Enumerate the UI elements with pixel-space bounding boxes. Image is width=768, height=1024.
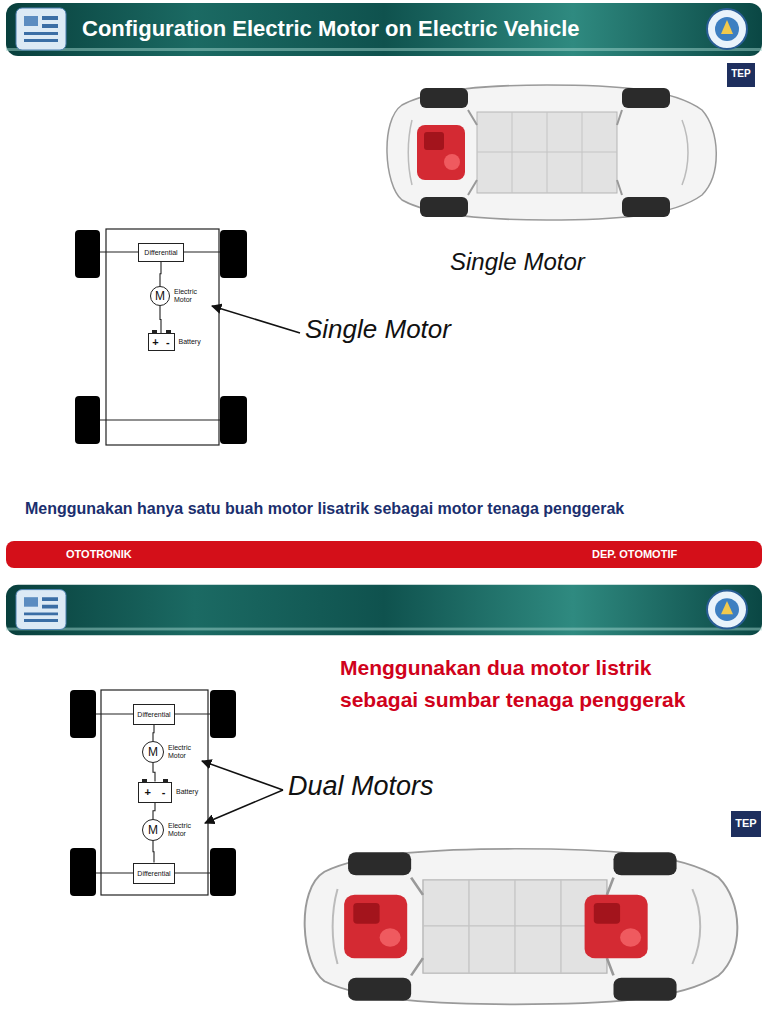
callout-label: Dual Motors xyxy=(288,770,434,802)
car-illustration xyxy=(387,85,716,220)
connector-line xyxy=(153,841,154,863)
drawing-part xyxy=(210,690,236,738)
drawing-part xyxy=(75,230,100,278)
motor-circle: M xyxy=(142,819,164,841)
motor-symbol: M xyxy=(148,746,158,758)
car-illustration xyxy=(305,849,738,1005)
header-bar xyxy=(6,3,762,56)
motor-circle: M xyxy=(150,286,170,306)
chassis xyxy=(96,690,210,895)
battery-body: +- xyxy=(148,333,175,351)
part-label: Differential xyxy=(137,711,170,718)
footer-text: DEP. OTOMOTIF xyxy=(592,548,677,561)
drawing-part xyxy=(202,761,283,790)
logo-box xyxy=(727,63,755,87)
part-label: Electric Motor xyxy=(168,744,196,760)
battery-node: +-Battery xyxy=(148,333,175,351)
drawing-part xyxy=(101,690,208,895)
motor-node: MElectric Motor xyxy=(150,286,170,306)
connector-line xyxy=(160,262,161,287)
part-label: Battery xyxy=(179,338,201,346)
polarity-sign: + xyxy=(152,337,158,348)
chassis xyxy=(100,229,220,445)
drawing-part xyxy=(210,848,236,896)
motor-block xyxy=(417,125,465,180)
drawing-part xyxy=(70,690,96,738)
motor-symbol: M xyxy=(148,824,158,836)
drawing-part xyxy=(205,790,283,823)
text-holder: M xyxy=(143,820,163,840)
differential-box: Differential xyxy=(133,704,175,725)
car-body xyxy=(305,849,738,1005)
text-holder: Differential xyxy=(134,864,174,883)
wheel xyxy=(75,230,247,444)
drawing-part xyxy=(106,229,219,445)
logo-box xyxy=(731,811,761,837)
motor-symbol: M xyxy=(155,290,165,302)
text-holder: Differential xyxy=(134,705,174,724)
part-label: Differential xyxy=(137,870,170,877)
drawing-part xyxy=(100,419,220,420)
polarity-sign: - xyxy=(166,337,170,348)
battery-body: +- xyxy=(138,782,172,803)
slide-description: Menggunakan hanya satu buah motor lisatr… xyxy=(25,499,760,518)
text-holder: Differential xyxy=(139,244,183,261)
battery-terminal xyxy=(166,330,171,333)
slide-description: Menggunakan dua motor listrik sebagai su… xyxy=(340,652,735,716)
text-holder: +- xyxy=(149,334,174,350)
differential-box: Differential xyxy=(138,243,184,262)
motor-circle: M xyxy=(142,741,164,763)
motor-block xyxy=(344,895,407,958)
header-bar xyxy=(6,585,762,635)
motor-block xyxy=(585,895,648,958)
text-holder: M xyxy=(143,742,163,762)
battery-node: +-Battery xyxy=(138,782,172,803)
text-holder: +- xyxy=(139,783,171,802)
leader-line xyxy=(202,306,300,823)
battery-terminal xyxy=(152,330,157,333)
battery-terminal xyxy=(142,779,147,782)
logo-text: TEP xyxy=(731,817,761,830)
car-body xyxy=(387,85,716,220)
part-label: Electric Motor xyxy=(174,288,202,304)
polarity-sign: - xyxy=(162,787,166,798)
polarity-sign: + xyxy=(144,787,150,798)
callout-label: Single Motor xyxy=(305,314,451,345)
part-label: Battery xyxy=(176,788,198,796)
wheel xyxy=(70,690,236,896)
part-label: Electric Motor xyxy=(168,822,196,838)
image-caption: Single Motor xyxy=(450,247,585,276)
drawing-part xyxy=(75,396,100,444)
slide-title: Configuration Electric Motor on Electric… xyxy=(82,16,580,42)
connector-line xyxy=(153,725,154,742)
drawing-part xyxy=(212,306,300,333)
text-holder: M xyxy=(151,287,169,305)
footer-text: OTOTRONIK xyxy=(66,548,132,561)
drawing-part xyxy=(220,396,247,444)
logo-text: TEP xyxy=(727,68,755,80)
footer-bar xyxy=(6,541,762,568)
connector-line xyxy=(153,803,155,820)
part-label: Differential xyxy=(144,249,177,256)
connector-line xyxy=(160,306,161,333)
drawing-part xyxy=(220,230,247,278)
drawing-part xyxy=(70,848,96,896)
motor-node: MElectric Motor xyxy=(142,741,164,763)
connector-line xyxy=(153,763,155,782)
battery-terminal xyxy=(163,779,168,782)
motor-node: MElectric Motor xyxy=(142,819,164,841)
differential-box: Differential xyxy=(133,863,175,884)
